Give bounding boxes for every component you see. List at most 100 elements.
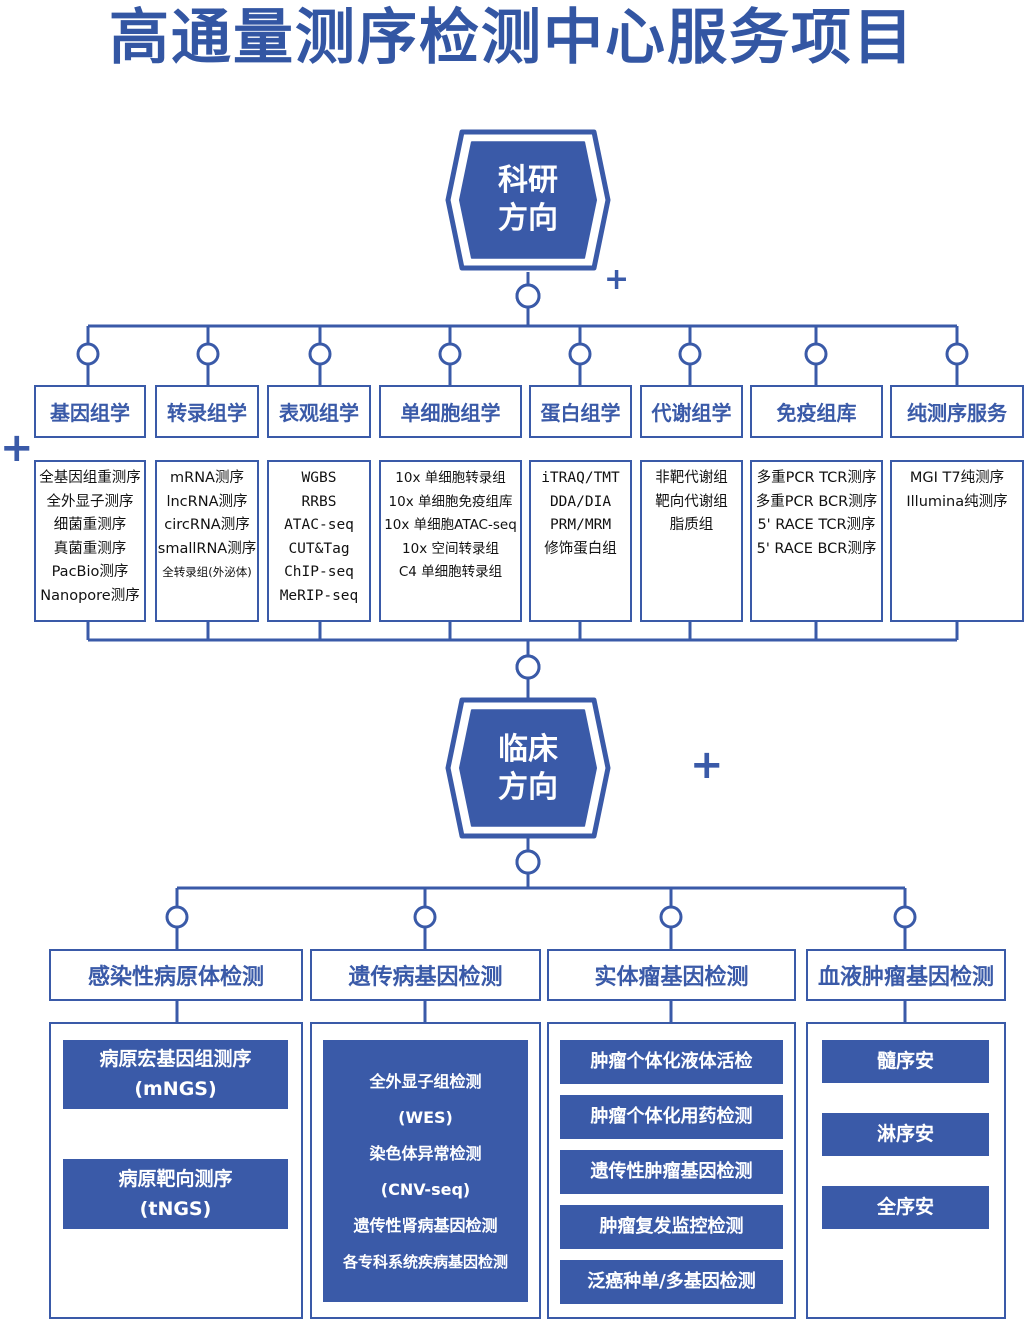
list-item: WGBS — [301, 470, 337, 486]
list-item: 多重PCR TCR测序 — [756, 470, 877, 486]
research-list-transcriptomics: mRNA测序 lncRNA测序 circRNA测序 smallRNA测序 全转录… — [155, 460, 259, 622]
connector-node — [413, 905, 437, 929]
list-item: PRM/MRM — [549, 517, 612, 533]
connector-node — [515, 283, 541, 309]
plus-decoration: + — [690, 742, 724, 788]
blood-tumor-item: 淋序安 — [822, 1113, 989, 1156]
list-item: MGI T7纯测序 — [909, 470, 1005, 486]
research-category-epigenomics: 表观组学 — [267, 385, 371, 438]
list-item: ChIP-seq — [284, 564, 354, 580]
list-item: 脂质组 — [669, 517, 714, 533]
plus-decoration: + — [604, 262, 630, 297]
research-list-immune-repertoire: 多重PCR TCR测序 多重PCR BCR测序 5' RACE TCR测序 5'… — [750, 460, 883, 622]
list-item: RRBS — [301, 493, 337, 510]
research-list-sequencing-service: MGI T7纯测序 Illumina纯测序 — [890, 460, 1024, 622]
research-hex-line2: 方向 — [498, 201, 558, 236]
connector-node — [165, 905, 189, 929]
research-category-metabolomics: 代谢组学 — [640, 385, 743, 438]
list-item: 10x 空间转录组 — [402, 540, 499, 557]
solid-tumor-item: 肿瘤个体化用药检测 — [560, 1095, 783, 1139]
connector-node — [308, 342, 332, 366]
list-item: 全外显子组检测 — [369, 1072, 482, 1091]
connector-node — [678, 342, 702, 366]
solid-tumor-item: 肿瘤复发监控检测 — [560, 1205, 783, 1249]
page-title: 高通量测序检测中心服务项目 — [109, 3, 915, 73]
clinical-category-infection: 感染性病原体检测 — [49, 949, 303, 1001]
list-item: iTRAQ/TMT — [541, 470, 620, 486]
research-list-genomics: 全基因组重测序 全外显子测序 细菌重测序 真菌重测序 PacBio测序 Nano… — [34, 460, 146, 622]
clinical-category-genetic-disease: 遗传病基因检测 — [310, 949, 541, 1001]
connector-node — [568, 342, 592, 366]
clinical-hex-label: 临床 方向 — [470, 731, 586, 807]
research-category-single-cell: 单细胞组学 — [379, 385, 522, 438]
infection-item-tngs: 病原靶向测序 (tNGS) — [63, 1159, 288, 1229]
list-item: PacBio测序 — [51, 564, 129, 580]
solid-tumor-item: 肿瘤个体化液体活检 — [560, 1040, 783, 1084]
list-item: 全外显子测序 — [46, 493, 134, 510]
research-category-immune-repertoire: 免疫组库 — [750, 385, 883, 438]
list-item: 各专科系统疾病基因检测 — [342, 1253, 508, 1271]
list-item: 10x 单细胞ATAC-seq — [384, 517, 517, 533]
blood-tumor-item: 髓序安 — [822, 1040, 989, 1083]
list-item: 真菌重测序 — [53, 540, 127, 557]
list-item: ATAC-seq — [284, 517, 354, 533]
research-hex-line1: 科研 — [498, 163, 558, 198]
list-item: 全基因组重测序 — [39, 470, 141, 486]
research-category-proteomics: 蛋白组学 — [529, 385, 632, 438]
research-category-sequencing-service: 纯测序服务 — [890, 385, 1024, 438]
list-item: 靶向代谢组 — [655, 493, 728, 510]
research-list-single-cell: 10x 单细胞转录组 10x 单细胞免疫组库 10x 单细胞ATAC-seq 1… — [379, 460, 522, 622]
connector-node — [438, 342, 462, 366]
list-item: (CNV-seq) — [380, 1180, 471, 1199]
clinical-category-solid-tumor: 实体瘤基因检测 — [547, 949, 796, 1001]
research-list-proteomics: iTRAQ/TMT DDA/DIA PRM/MRM 修饰蛋白组 — [529, 460, 632, 622]
genetic-disease-items: 全外显子组检测 (WES) 染色体异常检测 (CNV-seq) 遗传性肾病基因检… — [323, 1040, 528, 1302]
plus-decoration: + — [0, 425, 34, 471]
item-line: 病原宏基因组测序 — [99, 1048, 252, 1070]
list-item: 修饰蛋白组 — [544, 540, 617, 557]
list-item: CUT&Tag — [288, 540, 350, 557]
clinical-hexagon-fill — [459, 709, 597, 827]
list-item: smallRNA测序 — [157, 540, 257, 557]
connector-node — [76, 342, 100, 366]
solid-tumor-item: 遗传性肿瘤基因检测 — [560, 1150, 783, 1194]
list-item: Nanopore测序 — [40, 587, 140, 604]
list-item: 细菌重测序 — [53, 517, 127, 533]
list-item: circRNA测序 — [164, 517, 250, 533]
research-hexagon-fill — [459, 141, 597, 259]
list-item: 全转录组(外泌体) — [162, 565, 252, 579]
connector-node — [804, 342, 828, 366]
item-line: 病原靶向测序 — [118, 1168, 233, 1190]
solid-tumor-item: 泛癌种单/多基因检测 — [560, 1260, 783, 1304]
list-item: 10x 单细胞转录组 — [395, 470, 506, 486]
list-item: lncRNA测序 — [166, 493, 248, 510]
list-item: (WES) — [398, 1108, 453, 1127]
list-item: MeRIP-seq — [279, 587, 359, 604]
list-item: 5' RACE TCR测序 — [757, 517, 876, 533]
clinical-hex-line2: 方向 — [498, 770, 558, 805]
list-item: mRNA测序 — [170, 470, 244, 486]
connector-node — [945, 342, 969, 366]
clinical-category-blood-tumor: 血液肿瘤基因检测 — [806, 949, 1006, 1001]
list-item: Illumina纯测序 — [906, 493, 1008, 510]
connector-node — [196, 342, 220, 366]
list-item: 染色体异常检测 — [369, 1144, 482, 1163]
connector-node — [515, 654, 541, 680]
research-category-transcriptomics: 转录组学 — [155, 385, 259, 438]
list-item: DDA/DIA — [549, 493, 612, 510]
list-item: 10x 单细胞免疫组库 — [388, 493, 513, 510]
research-hex-label: 科研 方向 — [470, 162, 586, 238]
list-item: 5' RACE BCR测序 — [756, 540, 877, 557]
list-item: 非靶代谢组 — [655, 470, 728, 486]
research-category-genomics: 基因组学 — [34, 385, 146, 438]
connector-node — [515, 849, 541, 875]
item-line: (tNGS) — [139, 1198, 212, 1220]
research-list-metabolomics: 非靶代谢组 靶向代谢组 脂质组 — [640, 460, 743, 622]
list-item: C4 单细胞转录组 — [398, 564, 503, 580]
item-line: (mNGS) — [134, 1078, 217, 1100]
clinical-hex-line1: 临床 — [498, 732, 558, 767]
research-list-epigenomics: WGBS RRBS ATAC-seq CUT&Tag ChIP-seq MeRI… — [267, 460, 371, 622]
list-item: 遗传性肾病基因检测 — [353, 1216, 498, 1235]
